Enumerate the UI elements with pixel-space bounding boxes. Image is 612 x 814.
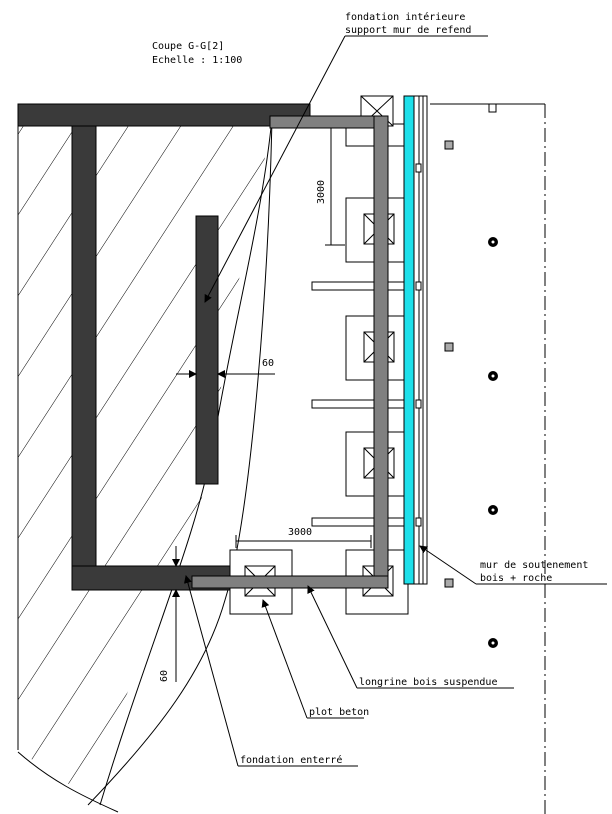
dim-wall-bottom: 60 [159, 670, 170, 682]
label-longrine: longrine bois suspendue [359, 677, 497, 688]
drawing-title: Coupe G-G[2] [152, 41, 224, 52]
concrete-foundation [17, 103, 311, 591]
dimension-lines [172, 127, 372, 682]
dim-horizontal-spacing: 3000 [288, 527, 312, 538]
label-bois-roche: bois + roche [480, 573, 552, 584]
label-fondation-enterree: fondation enterré [240, 754, 342, 766]
top-slab [17, 103, 311, 127]
retaining-wall [403, 95, 428, 585]
left-wall [71, 125, 97, 591]
dim-wall-top: 60 [262, 358, 274, 369]
leader-lines [183, 35, 607, 767]
wooden-beam [191, 115, 389, 589]
interior-foundation [195, 215, 219, 485]
label-fondation-interieure: fondation intérieure [345, 11, 465, 23]
dim-vertical-spacing: 3000 [316, 180, 327, 204]
label-plot-beton: plot beton [309, 707, 369, 718]
drawing-scale: Echelle : 1:100 [152, 55, 242, 66]
ground-markers [430, 103, 546, 814]
label-mur-soutenement: mur de soutenement [480, 560, 588, 571]
label-support-mur-refend: support mur de refend [345, 25, 471, 36]
